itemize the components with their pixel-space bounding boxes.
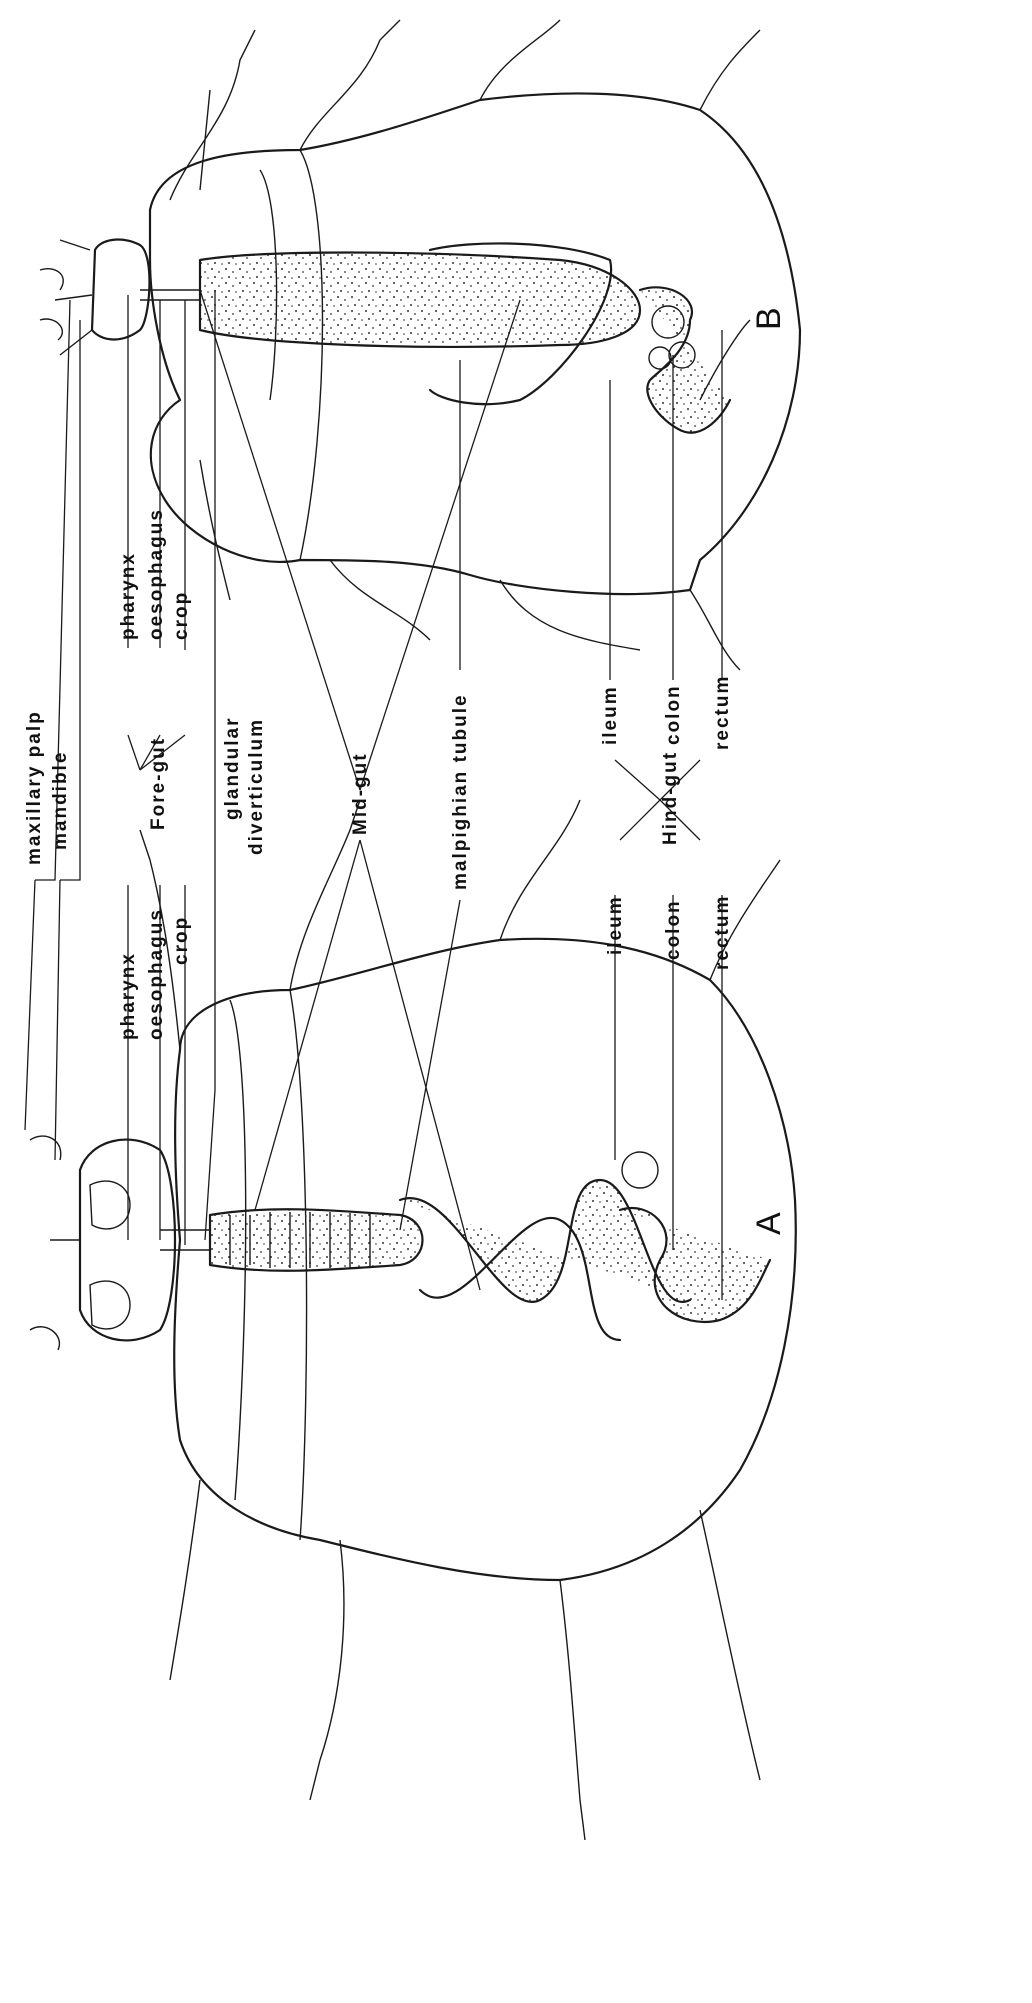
label-rectum-right: rectum [712, 675, 733, 750]
specimen-a-ileum-loop [622, 1152, 658, 1188]
specimen-a-eyes [90, 1181, 130, 1329]
labels: maxillary palp mandible pharynx oesophag… [24, 508, 733, 1040]
specimen-b-letter: B [750, 307, 788, 330]
label-oesophagus-left: oesophagus [146, 908, 167, 1040]
specimen-a-malpighian-tubules [400, 1180, 690, 1302]
specimen-a-midgut [210, 1209, 423, 1271]
label-hind-gut: Hind-gut [660, 751, 681, 845]
label-pharynx-left: pharynx [118, 952, 139, 1040]
label-pharynx-right: pharynx [118, 552, 139, 640]
specimen-b-hindgut [640, 287, 730, 432]
label-mid-gut: Mid-gut [350, 752, 371, 835]
label-crop-right: crop [171, 591, 192, 640]
specimen-a-letter: A [750, 1212, 788, 1235]
label-colon-left: colon [663, 899, 684, 960]
specimen-b-pronotum [260, 150, 323, 560]
specimen-a-mouthparts [30, 1136, 80, 1350]
label-colon-right: colon [663, 684, 684, 745]
label-malpighian-tubule: malpighian tubule [450, 693, 471, 890]
label-crop-left: crop [171, 916, 192, 965]
label-diverticulum: diverticulum [246, 718, 267, 855]
label-fore-gut: Fore-gut [148, 737, 169, 830]
specimen-b-midgut [200, 253, 640, 347]
label-maxillary-palp: maxillary palp [24, 710, 45, 865]
label-ileum-right: ileum [600, 685, 621, 745]
specimen-a-legs [140, 800, 780, 1840]
label-mandible: mandible [50, 751, 71, 850]
label-rectum-left: rectum [712, 895, 733, 970]
label-glandular: glandular [222, 716, 243, 820]
specimen-b-mouthparts [40, 240, 92, 355]
leader-lines [25, 290, 722, 1300]
label-ileum-left: ileum [605, 895, 626, 955]
label-oesophagus-right: oesophagus [146, 508, 167, 640]
